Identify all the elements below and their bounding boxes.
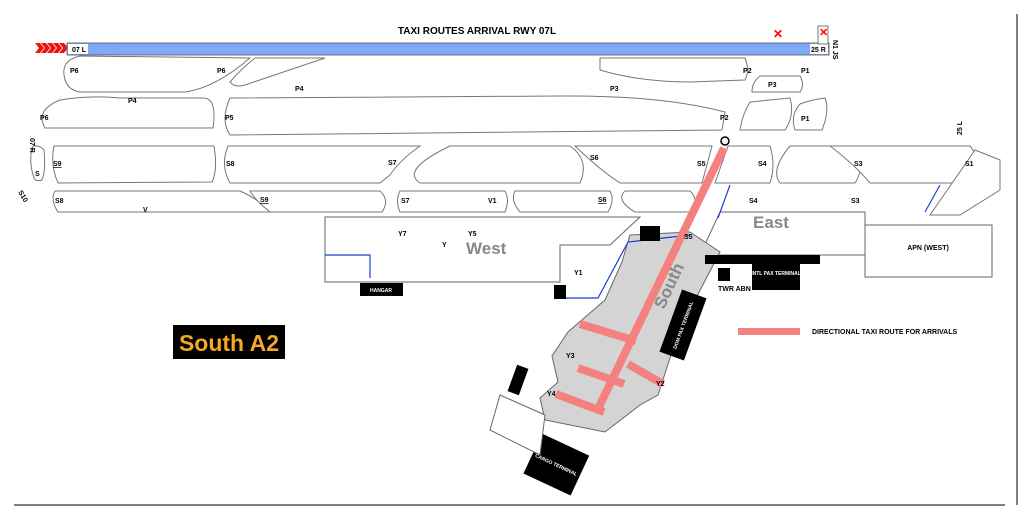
west-blue-line xyxy=(325,254,371,278)
legend-label: DIRECTIONAL TAXI ROUTE FOR ARRIVALS xyxy=(812,329,958,336)
hangar-label: HANGAR xyxy=(370,288,392,294)
taxiway-label: P2 xyxy=(720,115,729,122)
intl-pax-terminal-label: INTL PAX TERMINAL xyxy=(751,271,801,277)
taxiway-label: V xyxy=(143,207,148,214)
hangar xyxy=(360,283,403,296)
taxiway-label: S9 xyxy=(53,161,62,168)
cargo-apron xyxy=(489,394,546,456)
taxiway-label: S3 xyxy=(854,161,863,168)
taxiway-label: S6 xyxy=(590,155,599,162)
taxiway-label: P1 xyxy=(801,68,810,75)
legend-route-swatch xyxy=(738,328,800,335)
diagram-title: TAXI ROUTES ARRIVAL RWY 07L xyxy=(398,26,556,37)
runway-07l-threshold xyxy=(68,44,88,54)
zone-west: West xyxy=(466,239,507,258)
taxiway-label: P2 xyxy=(743,68,752,75)
runway-07l-25r xyxy=(66,42,830,56)
intl-terminal-apron-bar xyxy=(705,255,820,264)
runway-25l-label: 25 L xyxy=(957,120,964,135)
apron-west-label: APN (WEST) xyxy=(907,245,949,252)
building-block-2 xyxy=(554,285,566,299)
runway-25r-label: 25 R xyxy=(811,47,826,54)
taxiway-label: S1 xyxy=(965,161,974,168)
runway-07r-label: 07 R xyxy=(28,138,35,153)
tower-icon xyxy=(718,268,730,281)
runway-25r-threshold xyxy=(810,44,828,54)
stand-badge-label: South A2 xyxy=(179,330,279,356)
taxiway-label: P6 xyxy=(217,68,226,75)
east-blue-line xyxy=(717,184,731,219)
stand-badge xyxy=(173,325,285,359)
taxiway-label: Y2 xyxy=(656,381,665,388)
apron-west-box xyxy=(864,224,993,278)
taxiway-label: S7 xyxy=(388,160,397,167)
taxiway-label: P5 xyxy=(225,115,234,122)
arrival-route xyxy=(554,146,728,416)
hold-point-icon xyxy=(720,136,730,146)
runway-07r-25l xyxy=(30,136,980,144)
dom-pax-terminal: DOM PAX TERMINAL xyxy=(659,289,707,361)
taxiway-label: S7 xyxy=(401,198,410,205)
taxiway-label: S6 xyxy=(598,197,607,204)
taxiway-label: Y7 xyxy=(398,231,407,238)
taxiway-islands xyxy=(30,55,1001,216)
taxiway-label: S xyxy=(35,171,40,178)
taxiway-label: Y3 xyxy=(566,353,575,360)
taxiway-label: Y5 xyxy=(468,231,477,238)
taxiway-label: P4 xyxy=(128,98,137,105)
closed-label: N1 JS xyxy=(831,40,838,60)
closed-taxiway-x-icon: ✕ xyxy=(773,27,783,41)
taxiway-label: P6 xyxy=(40,115,49,122)
taxiway-label: P4 xyxy=(295,86,304,93)
east-blue-line-2 xyxy=(924,184,941,213)
taxiway-label: P3 xyxy=(768,82,777,89)
intl-pax-terminal xyxy=(752,262,800,290)
closed-x-icon: ✕ xyxy=(819,27,828,39)
taxiway-label: P3 xyxy=(610,86,619,93)
taxiway-label: S9 xyxy=(260,197,269,204)
taxiway-label: Y xyxy=(442,242,447,249)
building-block-3 xyxy=(507,364,529,396)
taxiway-label: P1 xyxy=(801,116,810,123)
taxiway-label: S4 xyxy=(749,198,758,205)
taxiway-label: S8 xyxy=(226,161,235,168)
building-block xyxy=(640,226,660,241)
tower-label: TWR ABN xyxy=(718,286,751,293)
approach-chevrons-icon xyxy=(35,43,68,53)
taxiway-label: Y1 xyxy=(574,270,583,277)
taxiway-label: S5 xyxy=(684,234,693,241)
south-apron xyxy=(539,231,721,433)
taxiway-label: S3 xyxy=(851,198,860,205)
taxiway-label: V1 xyxy=(488,198,497,205)
taxiway-label: S8 xyxy=(55,198,64,205)
zone-east: East xyxy=(753,213,789,232)
closed-stub xyxy=(817,25,829,45)
taxiway-label: S10 xyxy=(16,190,28,204)
west-apron xyxy=(324,216,642,283)
taxiway-label: S5 xyxy=(697,161,706,168)
taxiway-label: S4 xyxy=(758,161,767,168)
runway-07l-label: 07 L xyxy=(72,47,87,54)
taxiway-label: P6 xyxy=(70,68,79,75)
taxiway-label: Y4 xyxy=(547,391,556,398)
